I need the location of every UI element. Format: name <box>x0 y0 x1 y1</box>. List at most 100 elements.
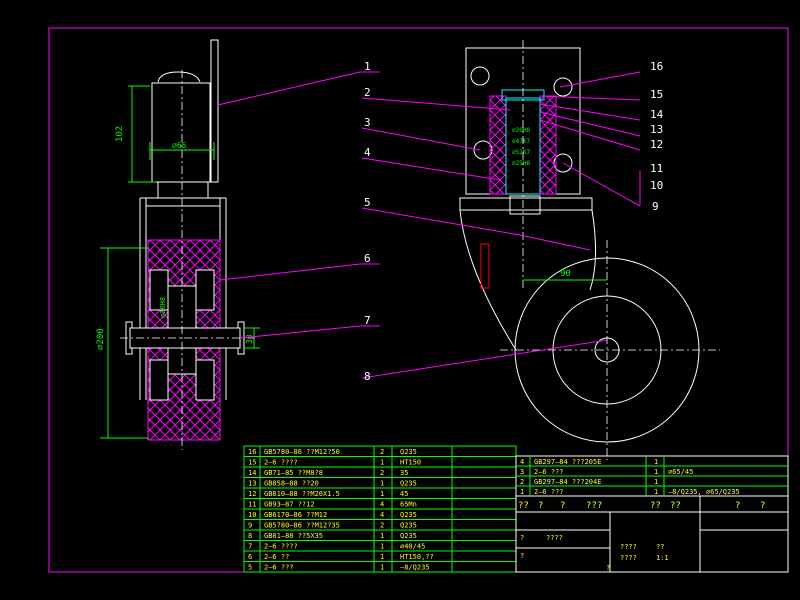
svg-text:?: ? <box>560 501 565 511</box>
title-row-cell: GB297—84 ???204E <box>534 478 601 486</box>
svg-text:⌀20H8: ⌀20H8 <box>512 127 530 134</box>
svg-text:????: ???? <box>620 543 637 551</box>
parts-row-cell: 4 <box>380 511 384 519</box>
callout-2: 2 <box>364 86 371 99</box>
parts-row-cell: 1 <box>380 490 384 498</box>
parts-row-cell: 65Mn <box>400 501 417 509</box>
callout-11: 11 <box>650 162 663 175</box>
svg-text:????: ???? <box>546 534 563 542</box>
callout-8: 8 <box>364 370 371 383</box>
parts-row-cell: 5 <box>248 564 252 572</box>
callout-6: 6 <box>364 252 371 265</box>
parts-row-cell: 2—6 ??? <box>264 564 294 572</box>
parts-row-cell: Q235 <box>400 448 417 456</box>
parts-row-cell: 2—6 ???? <box>264 543 298 551</box>
title-row-cell: 1 <box>520 488 524 496</box>
parts-row-cell: GB81—88 ??5X35 <box>264 532 323 540</box>
parts-row-cell: Q235 <box>400 480 417 488</box>
dim-90: 90 <box>560 269 571 279</box>
parts-row-cell: GB93—87 ??12 <box>264 501 315 509</box>
title-block <box>515 455 789 573</box>
parts-row-cell: GB858—88 ??20 <box>264 480 319 488</box>
callout-3: 3 <box>364 116 371 129</box>
title-row-cell: 1 <box>654 468 658 476</box>
callout-16: 16 <box>650 60 663 73</box>
dim-102: 102 <box>115 126 125 142</box>
parts-row-cell: GB810—88 ??M20X1.5 <box>264 490 340 498</box>
parts-row-cell: 2—6 ???? <box>264 459 298 467</box>
callout-15: 15 <box>650 88 663 101</box>
parts-row-cell: 4 <box>380 501 384 509</box>
bearing-housing <box>489 95 557 195</box>
parts-row-cell: 1 <box>380 480 384 488</box>
svg-text:?: ? <box>520 552 524 560</box>
title-row-cell: 1 <box>654 458 658 466</box>
callout-14: 14 <box>650 108 664 121</box>
parts-row-cell: 1 <box>380 564 384 572</box>
callout-12: 12 <box>650 138 663 151</box>
parts-row-cell: 15 <box>248 459 256 467</box>
callout-4: 4 <box>364 146 371 159</box>
title-row-cell: 2 <box>520 478 524 486</box>
hidden-key <box>480 243 490 289</box>
title-row-cell: 3 <box>520 468 524 476</box>
title-row-cell: 4 <box>520 458 524 466</box>
svg-text:????: ???? <box>620 554 637 562</box>
title-row-cell: 1 <box>654 478 658 486</box>
parts-row-cell: 8 <box>248 532 252 540</box>
callout-labels: 1 2 3 4 5 6 7 8 9 10 11 12 13 14 15 16 <box>364 60 664 383</box>
parts-row-cell: 35 <box>400 469 408 477</box>
svg-text:??: ?? <box>656 543 664 551</box>
parts-row-cell: 2—6 ?? <box>264 553 289 561</box>
dim-38: 38 <box>245 334 254 344</box>
title-row-cell: ⌀65/45 <box>668 468 693 476</box>
svg-text:???: ??? <box>586 501 602 511</box>
svg-text:⌀25H8: ⌀25H8 <box>512 160 530 167</box>
parts-row-cell: 16 <box>248 448 256 456</box>
svg-text:⌀47K7: ⌀47K7 <box>512 138 530 145</box>
parts-row-cell: Q235 <box>400 532 417 540</box>
callout-1: 1 <box>364 60 371 73</box>
parts-row-cell: 9 <box>248 522 252 530</box>
parts-row-cell: 13 <box>248 480 256 488</box>
callout-7: 7 <box>364 314 371 327</box>
parts-row-cell: 1 <box>380 553 384 561</box>
parts-row-cell: 10 <box>248 511 256 519</box>
callout-5: 5 <box>364 196 371 209</box>
title-row-cell: —8/Q235, ⌀65/Q235 <box>668 488 740 496</box>
title-row-cell: 1 <box>654 488 658 496</box>
title-row-cell: 2—6 ??? <box>534 468 564 476</box>
parts-row-cell: 14 <box>248 469 256 477</box>
parts-row-cell: HT150,?? <box>400 553 434 561</box>
dim-d200: ⌀200 <box>96 328 106 350</box>
parts-row-cell: 7 <box>248 543 252 551</box>
parts-row-cell: 1 <box>380 543 384 551</box>
parts-row-cell: GB71—85 ??M8?8 <box>264 469 323 477</box>
parts-row-cell: Q235 <box>400 522 417 530</box>
svg-text:??: ?? <box>518 501 529 511</box>
parts-row-cell: GB6170—86 ??M12 <box>264 511 327 519</box>
leader-lines <box>217 71 641 379</box>
svg-text:?: ? <box>760 501 765 511</box>
parts-row-cell: 1 <box>380 459 384 467</box>
svg-text:??: ?? <box>670 501 681 511</box>
title-block-rows: 4 GB297—84 ???205E 1 3 2—6 ??? 1 ⌀65/45 2 GB297—… <box>520 458 740 496</box>
svg-text:?: ? <box>520 534 524 542</box>
title-row-cell: GB297—84 ???205E <box>534 458 601 466</box>
parts-row-cell: 1 <box>380 532 384 540</box>
callout-10: 10 <box>650 179 663 192</box>
svg-text:⌀52K7: ⌀52K7 <box>512 149 530 156</box>
svg-text:1:1: 1:1 <box>656 554 669 562</box>
parts-row-cell: 2 <box>380 448 384 456</box>
callout-13: 13 <box>650 123 663 136</box>
parts-row-cell: HT150 <box>400 459 421 467</box>
parts-row-cell: 2 <box>380 522 384 530</box>
parts-row-cell: 45 <box>400 490 408 498</box>
svg-text:?: ? <box>735 501 740 511</box>
parts-row-cell: —8/Q235 <box>400 564 430 572</box>
parts-row-cell: 12 <box>248 490 256 498</box>
svg-text:?: ? <box>538 501 543 511</box>
title-row-cell: 2—6 ??? <box>534 488 564 496</box>
